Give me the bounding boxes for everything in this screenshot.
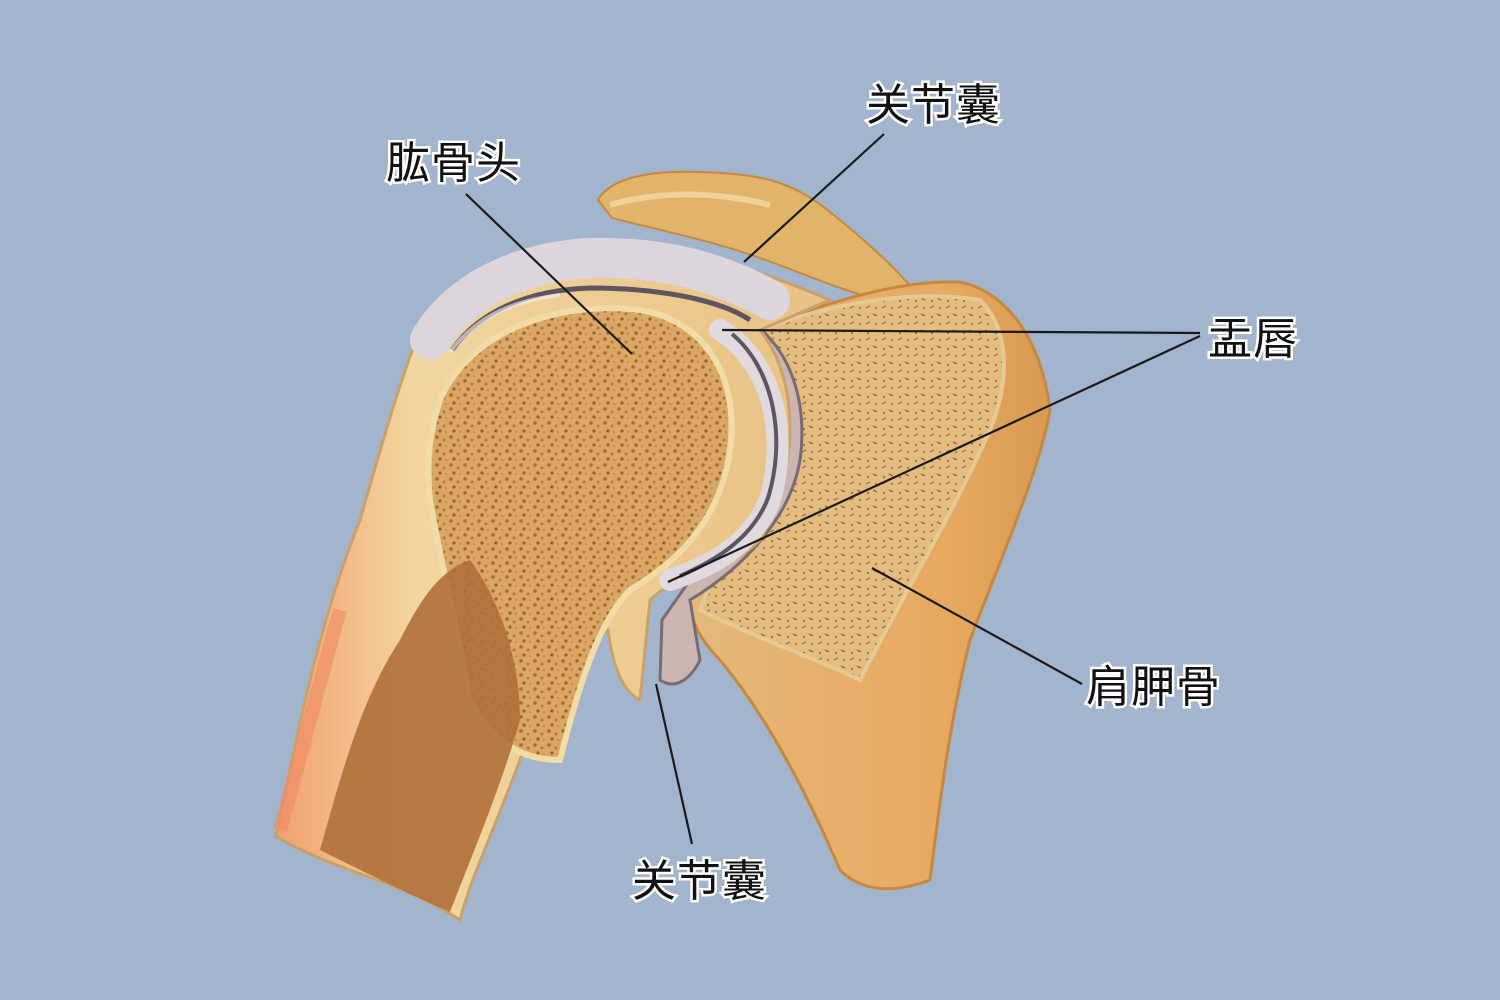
leader-line-capsule-bottom (654, 683, 694, 845)
acromion (596, 170, 914, 302)
leader-line-labrum-upper (721, 328, 1201, 335)
leader-line-labrum-lower (667, 335, 1201, 583)
label-joint-capsule-bottom: 关节囊 (630, 856, 769, 907)
label-scapula: 肩胛骨 (1084, 662, 1223, 713)
leader-line-humeral-head (465, 193, 633, 355)
label-humeral-head: 肱骨头 (384, 138, 523, 189)
leader-line-scapula (871, 567, 1083, 685)
label-joint-capsule-top: 关节囊 (864, 80, 1003, 131)
leader-line-capsule-top (743, 133, 885, 263)
label-glenoid-labrum: 盂唇 (1206, 314, 1300, 365)
humerus (273, 237, 834, 923)
leader-lines (465, 133, 1201, 845)
